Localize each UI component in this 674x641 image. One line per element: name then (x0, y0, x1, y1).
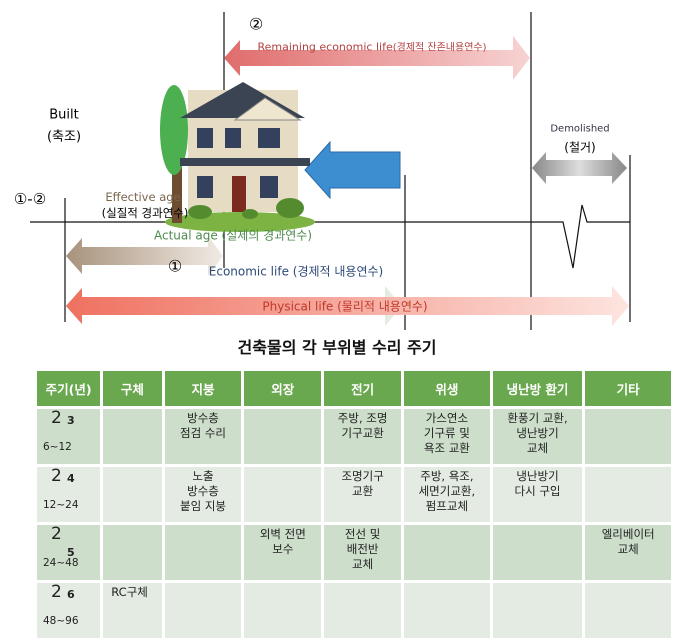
built-label: Built (49, 107, 79, 123)
table-cell (244, 409, 322, 464)
cycle-exponent: 4 (67, 472, 75, 485)
table-cell: 가스연소 기구류 및 욕조 교환 (404, 409, 490, 464)
table-cell (404, 525, 490, 580)
life-cycle-diagram (30, 12, 631, 330)
demolished-label: Demolished (550, 123, 610, 135)
table-cell: 방수층 점검 수리 (164, 409, 242, 464)
table-cell: 전선 및 배전반 교체 (324, 525, 402, 580)
actual-age-label: Actual age (실제의 경과연수) (153, 228, 313, 243)
column-header: 냉난방 환기 (492, 371, 583, 406)
renovation-label: Renovation (333, 117, 391, 129)
table-cell (492, 525, 583, 580)
house-icon (160, 82, 315, 232)
effective-age-ko-label: (실질적 경과연수) (101, 206, 189, 220)
cycle-range: 6~12 (43, 441, 72, 453)
demolished-arrow (532, 152, 627, 184)
column-header: 지붕 (164, 371, 242, 406)
marker-2: ② (248, 14, 264, 34)
cycle-range: 48~96 (43, 615, 79, 627)
demolished-ko-label: (철거) (564, 140, 596, 155)
cycle-base: 2 (51, 524, 62, 544)
table-cell: 냉난방기 다시 구입 (492, 467, 583, 522)
remaining-arrow (224, 36, 530, 80)
table-cell (244, 467, 322, 522)
cycle-exponent: 5 (67, 546, 75, 559)
table-cell: 조명기구 교환 (324, 467, 402, 522)
table-cell (404, 583, 490, 638)
table-cell: 엘리베이터 교체 (585, 525, 671, 580)
table-cell (492, 583, 583, 638)
cycle-exponent: 6 (67, 588, 75, 601)
cycle-range: 24~48 (43, 557, 79, 569)
table-title: 건축물의 각 부위별 수리 주기 (237, 338, 437, 357)
physical-life-label: Physical life (물리적 내용연수) (262, 299, 428, 314)
table-cell (585, 409, 671, 464)
column-header: 구체 (103, 371, 162, 406)
cycle-range: 12~24 (43, 499, 79, 511)
column-header: 위생 (404, 371, 490, 406)
economic-life-label: Economic life (경제적 내용연수) (208, 264, 384, 279)
cycle-exponent: 3 (67, 414, 75, 427)
table-cell: 외벽 전면 보수 (244, 525, 322, 580)
column-header: 주기(년) (37, 371, 101, 406)
renovation-arrow (304, 140, 401, 200)
column-header: 외장 (244, 371, 322, 406)
renovation-ko-label: (수리) (348, 134, 376, 146)
table-cell: 주방, 욕조, 세면기교환, 펌프교체 (404, 467, 490, 522)
column-header: 기타 (585, 371, 671, 406)
table-cell: 환풍기 교환, 냉난방기 교체 (492, 409, 583, 464)
table-cell: 주방, 조명 기구교환 (324, 409, 402, 464)
table-cell (103, 409, 162, 464)
table-cell (103, 525, 162, 580)
remaining-label: Remaining economic life(경제적 잔존내용연수) (257, 40, 487, 54)
table-cell: RC구체 (103, 583, 162, 638)
marker-1-2: ①-② (13, 190, 47, 208)
table-cell (244, 583, 322, 638)
physical-life-arrow (66, 286, 629, 326)
table-cell (103, 467, 162, 522)
built-ko-label: (축조) (46, 129, 82, 145)
table-cell (164, 525, 242, 580)
table-cell (585, 467, 671, 522)
cycle-base: 2 (51, 408, 62, 428)
cycle-base: 2 (51, 466, 62, 486)
table-cell: 노출 방수층 붙임 지붕 (164, 467, 242, 522)
table-cell (324, 583, 402, 638)
effective-age-label: Effective age (105, 190, 181, 204)
effective-age-arrow (66, 236, 223, 276)
column-header: 전기 (324, 371, 402, 406)
marker-1: ① (167, 256, 183, 276)
cycle-base: 2 (51, 582, 62, 602)
table-cell (585, 583, 671, 638)
table-cell (164, 583, 242, 638)
